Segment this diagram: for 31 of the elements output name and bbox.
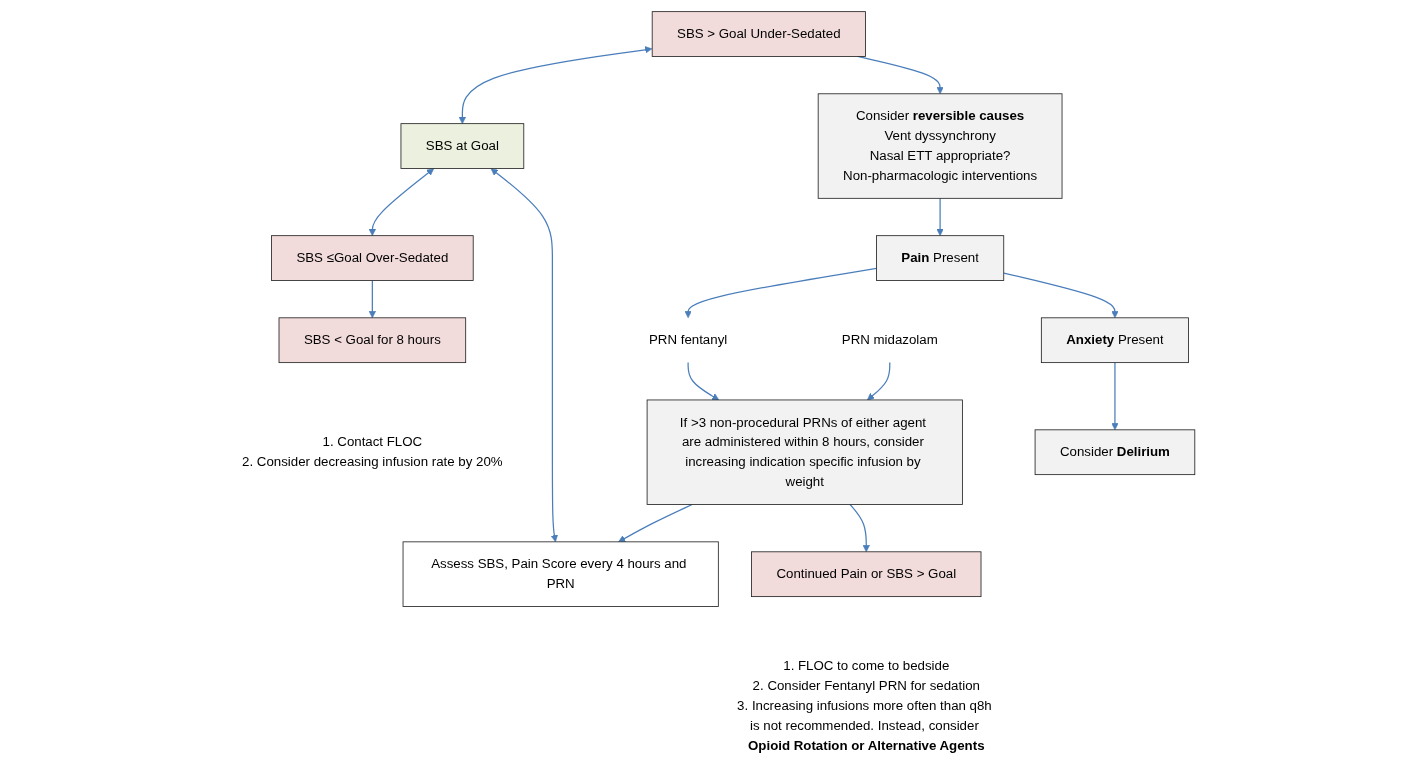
- node-box: SBS < Goal for 8 hours: [278, 316, 467, 363]
- node-label: 2. Consider decreasing infusion rate by 20%: [242, 454, 503, 469]
- node-text: PRN midazolam: [841, 332, 938, 347]
- node-box: Assess SBS, Pain Score every 4 hours and PRN: [402, 540, 719, 607]
- node-box: SBS ≤Goal Over-Sedated: [271, 234, 474, 281]
- node-box: Consider Delirium: [1034, 428, 1196, 475]
- node-text: PRN fentanyl: [649, 332, 728, 347]
- node-box: Pain Present: [876, 234, 1005, 281]
- node-box: Consider reversible causes Vent dyssynchrony Nasal ETT appropriate? Non-pharmacologic interventions: [817, 92, 1063, 199]
- node-box: Continued Pain or SBS > Goal: [751, 550, 982, 597]
- node-box: SBS > Goal Under-Sedated: [651, 10, 866, 57]
- arrow: [458, 45, 653, 124]
- arrow: [368, 279, 376, 318]
- arrow: [936, 197, 944, 236]
- node-box: Anxiety Present: [1040, 316, 1189, 363]
- arrow: [849, 503, 870, 552]
- arrow: [684, 267, 878, 318]
- node-label: 1. Contact FLOC: [322, 434, 423, 449]
- arrow: [857, 55, 944, 94]
- node-box: SBS at Goal: [400, 122, 525, 169]
- node-label: 2. Consider Fentanyl PRN for sedation: [752, 678, 980, 693]
- node-box: If >3 non-procedural PRNs of either agent are administered within 8 hours, consider increasing indication specific infusion by weight: [646, 399, 963, 505]
- arrow: [1111, 361, 1119, 430]
- arrow: [618, 503, 693, 542]
- arrow: [687, 361, 720, 400]
- arrow: [1003, 271, 1119, 318]
- arrow: [867, 361, 891, 400]
- arrow: [368, 167, 434, 236]
- node-label: 1. FLOC to come to bedside: [783, 658, 950, 673]
- arrow: [490, 167, 558, 542]
- node-label: 3. Increasing infusions more often than q8h is not recommended. Instead, consider Opioid Rotation or Alternative Agents: [737, 698, 992, 753]
